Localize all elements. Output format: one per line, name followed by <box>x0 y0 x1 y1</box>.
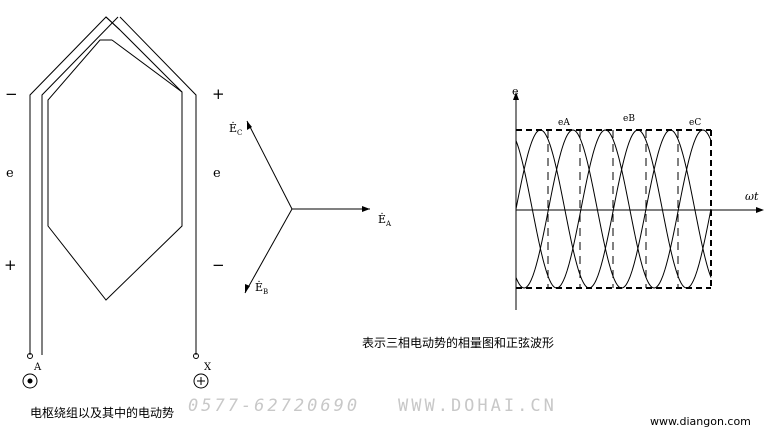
left-e-label: e <box>6 166 14 181</box>
phasor-diagram <box>244 120 370 294</box>
winding-right-outer <box>119 16 197 355</box>
series-label-ec: eC <box>689 118 701 128</box>
right-bottom-sign: − <box>212 256 225 274</box>
wave-eb <box>515 129 712 289</box>
series-label-ea: eA <box>558 118 570 128</box>
x-axis-label: ωt <box>745 190 759 203</box>
phasor-eb-arrow <box>244 208 293 294</box>
waveform-plot <box>513 92 764 310</box>
terminal-x-label: X <box>204 362 212 373</box>
watermark-phone: 0577-62720690 <box>188 396 360 416</box>
phasor-eb-label: ĖB <box>255 280 268 296</box>
right-e-label: e <box>213 166 221 181</box>
winding-caption: 电枢绕组以及其中的电动势 <box>30 405 174 420</box>
terminal-a-dot <box>27 353 33 359</box>
wave-ec <box>515 129 712 289</box>
winding-outer-loop <box>29 16 121 355</box>
phasor-waveform-caption: 表示三相电动势的相量图和正弦波形 <box>362 335 554 350</box>
winding-inner-hexagon <box>47 39 183 301</box>
y-axis-label: e <box>512 85 519 98</box>
winding-inner-right <box>119 29 183 93</box>
watermark-site1: WWW.DOHAI.CN <box>398 396 557 416</box>
terminal-x-dot <box>193 353 199 359</box>
winding-inner-left <box>41 16 119 355</box>
phasor-ea-label: ĖA <box>378 212 392 228</box>
right-top-sign: + <box>212 85 225 103</box>
armature-winding <box>29 16 197 355</box>
left-top-sign: − <box>5 85 18 103</box>
phasor-ec-arrow <box>246 120 293 210</box>
winding-outer-right <box>105 16 121 31</box>
watermark-site2: www.diangon.com <box>650 415 751 428</box>
wave-ea <box>515 129 712 289</box>
cross-symbol-icon <box>193 373 209 389</box>
terminal-a-label: A <box>33 362 42 373</box>
dot-symbol-icon <box>22 373 38 389</box>
series-label-eb: eB <box>623 114 635 124</box>
phasor-ec-label: ĖC <box>229 121 242 137</box>
left-bottom-sign: + <box>4 256 17 274</box>
